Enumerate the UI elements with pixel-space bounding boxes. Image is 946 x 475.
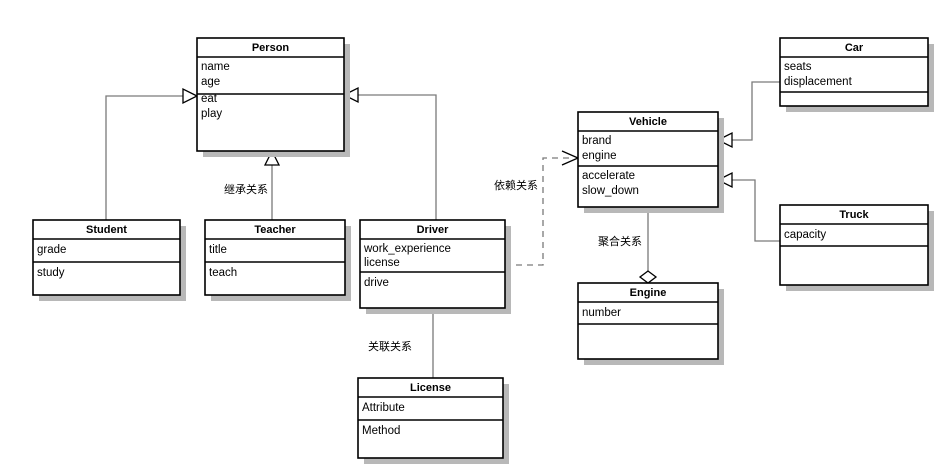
class-title: Engine bbox=[630, 287, 667, 299]
relationship-teacher-person[interactable] bbox=[263, 149, 281, 220]
class-box-license[interactable]: License Attribute Method bbox=[357, 377, 509, 464]
class-method: Method bbox=[362, 425, 400, 437]
class-title: Car bbox=[845, 42, 864, 54]
class-box-engine[interactable]: Engine number bbox=[577, 282, 724, 365]
class-method: teach bbox=[209, 267, 237, 279]
class-attribute: name bbox=[201, 61, 230, 73]
class-attribute: age bbox=[201, 76, 220, 88]
class-attribute: number bbox=[582, 307, 621, 319]
class-method: slow_down bbox=[582, 185, 639, 197]
class-attribute: grade bbox=[37, 244, 66, 256]
box-body bbox=[32, 219, 181, 296]
class-attribute: Attribute bbox=[362, 402, 405, 414]
class-title: Truck bbox=[839, 209, 869, 221]
box-body bbox=[577, 111, 719, 208]
box-body bbox=[779, 37, 929, 107]
class-title: License bbox=[410, 382, 451, 394]
relationship-label-inheritance: 继承关系 bbox=[224, 182, 268, 196]
box-body bbox=[204, 219, 346, 296]
relationship-car-vehicle[interactable] bbox=[716, 81, 780, 149]
class-title: Driver bbox=[417, 224, 450, 236]
relationship-line bbox=[344, 94, 437, 220]
class-attribute: license bbox=[364, 257, 400, 269]
class-attribute: capacity bbox=[784, 229, 826, 241]
relationship-label-dependency: 依赖关系 bbox=[494, 178, 538, 192]
class-attribute: brand bbox=[582, 135, 611, 147]
class-method: study bbox=[37, 267, 65, 279]
class-box-car[interactable]: Car seats displacement bbox=[779, 37, 934, 112]
hollow-triangle-icon bbox=[182, 87, 199, 105]
hollow-triangle-icon bbox=[716, 131, 733, 149]
relationship-line bbox=[732, 81, 780, 141]
class-attribute: engine bbox=[582, 150, 617, 162]
box-body bbox=[359, 219, 506, 309]
class-method: drive bbox=[364, 277, 389, 289]
class-method: play bbox=[201, 108, 222, 120]
relationship-label-layer: 继承关系 依赖关系 聚合关系 关联关系 bbox=[224, 178, 642, 353]
class-attribute: seats bbox=[784, 61, 812, 73]
relationship-truck-vehicle[interactable] bbox=[716, 171, 780, 242]
relationship-layer bbox=[105, 81, 780, 378]
relationship-vehicle-engine[interactable] bbox=[638, 207, 658, 284]
class-box-student[interactable]: Student grade study bbox=[32, 219, 186, 301]
class-title: Person bbox=[252, 42, 290, 54]
relationship-driver-person[interactable] bbox=[342, 86, 437, 220]
box-body bbox=[779, 204, 929, 286]
box-body bbox=[357, 377, 504, 459]
class-title: Student bbox=[86, 224, 127, 236]
relationship-line bbox=[105, 95, 197, 220]
class-title: Vehicle bbox=[629, 116, 667, 128]
hollow-triangle-icon bbox=[263, 149, 281, 166]
class-attribute: title bbox=[209, 244, 227, 256]
class-method: eat bbox=[201, 93, 218, 105]
class-box-person[interactable]: Person name age eat play bbox=[196, 37, 350, 157]
box-body bbox=[577, 282, 719, 360]
relationship-line-dashed bbox=[505, 157, 572, 266]
relationship-student-person[interactable] bbox=[105, 87, 199, 220]
class-attribute: work_experience bbox=[363, 243, 451, 255]
hollow-diamond-icon bbox=[638, 270, 658, 284]
class-box-truck[interactable]: Truck capacity bbox=[779, 204, 934, 291]
class-title: Teacher bbox=[254, 224, 296, 236]
relationship-label-aggregation: 聚合关系 bbox=[598, 234, 642, 248]
hollow-triangle-icon bbox=[716, 171, 733, 189]
class-method: accelerate bbox=[582, 170, 635, 182]
relationship-label-association: 关联关系 bbox=[368, 339, 412, 353]
class-box-teacher[interactable]: Teacher title teach bbox=[204, 219, 351, 301]
hollow-triangle-icon bbox=[342, 86, 359, 104]
class-box-driver[interactable]: Driver work_experience license drive bbox=[359, 219, 511, 314]
relationship-driver-vehicle[interactable] bbox=[505, 150, 580, 266]
class-attribute: displacement bbox=[784, 76, 853, 88]
relationship-line bbox=[732, 179, 780, 242]
class-box-vehicle[interactable]: Vehicle brand engine accelerate slow_dow… bbox=[577, 111, 724, 213]
